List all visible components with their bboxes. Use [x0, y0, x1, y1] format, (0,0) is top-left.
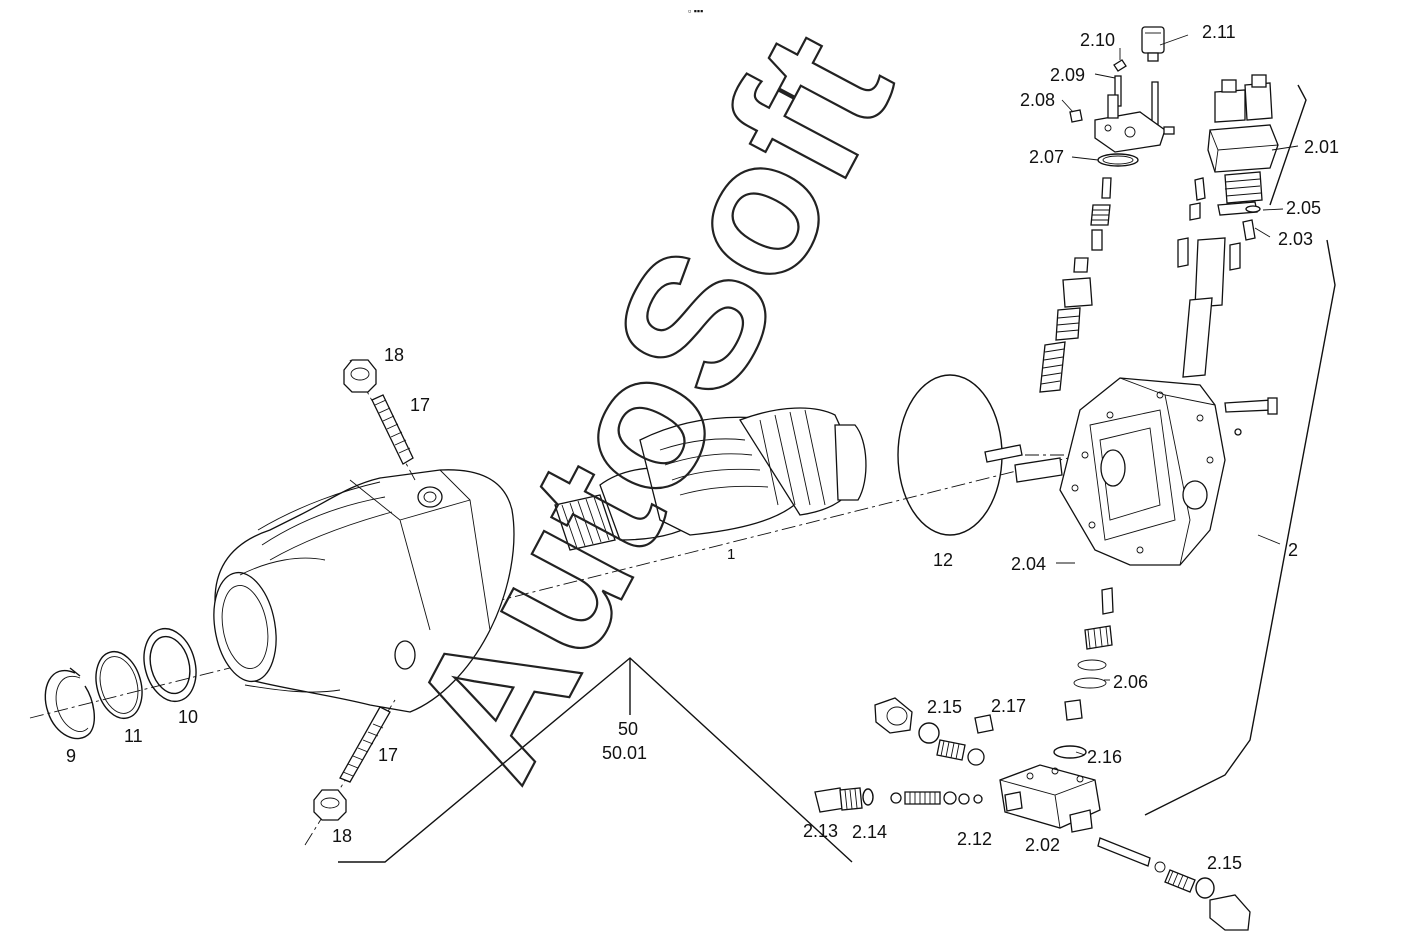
relief-valve-stack — [999, 587, 1114, 833]
leader-lines — [1056, 34, 1299, 756]
nut-2-10 — [1113, 59, 1127, 72]
sensor-2-11 — [1141, 26, 1165, 54]
label-2-16: 2.16 — [1087, 747, 1122, 767]
oring-2-15 — [918, 722, 940, 744]
label-11: 11 — [124, 726, 143, 746]
label-2-13: 2.13 — [803, 821, 838, 841]
label-12: 12 — [933, 550, 953, 570]
label-50: 50 — [618, 719, 638, 739]
label-2-14: 2.14 — [852, 822, 887, 842]
control-valve-body-2 — [1059, 377, 1226, 566]
label-10: 10 — [178, 707, 198, 727]
bracket-2 — [1144, 239, 1336, 816]
guide-pin — [984, 444, 1023, 463]
nut-18-upper — [343, 359, 377, 393]
solenoid-valve-2-01 — [1177, 74, 1279, 378]
label-2-15-lower: 2.15 — [1207, 853, 1242, 873]
main-axis-line — [29, 449, 1101, 719]
nut-2-06 — [1084, 625, 1113, 650]
pilot-valve-stack — [1039, 26, 1175, 393]
bracket-2-01 — [1269, 84, 1307, 206]
block-2-07-body — [1094, 111, 1166, 153]
label-2-15-upper: 2.15 — [927, 697, 962, 717]
rotating-group-1 — [554, 407, 867, 551]
label-2-08: 2.08 — [1020, 90, 1055, 110]
plug-2-08 — [1069, 109, 1083, 123]
valve-block-2-02 — [999, 764, 1101, 829]
stud-bolt-17-lower — [304, 699, 396, 846]
label-2-11: 2.11 — [1202, 22, 1236, 42]
label-2: 2 — [1288, 540, 1298, 560]
label-2-06: 2.06 — [1113, 672, 1148, 692]
label-18-lower: 18 — [332, 826, 352, 846]
callout-labels: 9 11 10 18 17 17 18 1 12 50 50.01 2 2.01… — [66, 22, 1339, 873]
snap-ring-9 — [44, 667, 96, 740]
fitting-2-03 — [1242, 219, 1256, 241]
ring-10 — [143, 627, 197, 703]
label-50-01: 50.01 — [602, 743, 647, 763]
seat-2-12 — [958, 793, 970, 805]
plug-2-17 — [974, 714, 994, 734]
label-2-02: 2.02 — [1025, 835, 1060, 855]
label-2-07: 2.07 — [1029, 147, 1064, 167]
spring-lower — [904, 791, 941, 805]
sleeve — [1014, 457, 1063, 483]
label-17-upper: 17 — [410, 395, 430, 415]
o-ring-2-16 — [1053, 745, 1087, 759]
label-2-12: 2.12 — [957, 829, 992, 849]
label-2-05: 2.05 — [1286, 198, 1321, 218]
watermark: AutoSoft — [369, 2, 933, 810]
bracket-50 — [338, 657, 853, 863]
needle-valve-parts — [1097, 837, 1251, 931]
label-2-17: 2.17 — [991, 696, 1026, 716]
label-18-upper: 18 — [384, 345, 404, 365]
stud-bolt-17-upper — [349, 359, 416, 481]
oring-2-15-lower — [1195, 877, 1215, 899]
motor-housing — [213, 469, 515, 713]
label-2-03: 2.03 — [1278, 229, 1313, 249]
bolt-right — [1224, 399, 1274, 413]
spring-upper — [936, 739, 966, 761]
label-17-lower: 17 — [378, 745, 398, 765]
label-1: 1 — [727, 546, 735, 563]
plug-2-15-lower — [1209, 894, 1251, 931]
valve-cartridge-parts — [814, 697, 994, 813]
ring-11 — [95, 650, 143, 720]
label-2-04: 2.04 — [1011, 554, 1046, 574]
label-2-09: 2.09 — [1050, 65, 1085, 85]
label-2-01: 2.01 — [1304, 137, 1339, 157]
label-9: 9 — [66, 746, 76, 766]
plug-2-15-upper — [874, 697, 913, 734]
label-2-10: 2.10 — [1080, 30, 1115, 50]
plug-small — [1234, 428, 1242, 436]
seal-2-05 — [1245, 205, 1261, 213]
oring-2-14 — [862, 788, 874, 806]
top-glyph: ▫ ▪▪▪ — [688, 6, 703, 16]
nut-18-lower — [313, 789, 347, 821]
